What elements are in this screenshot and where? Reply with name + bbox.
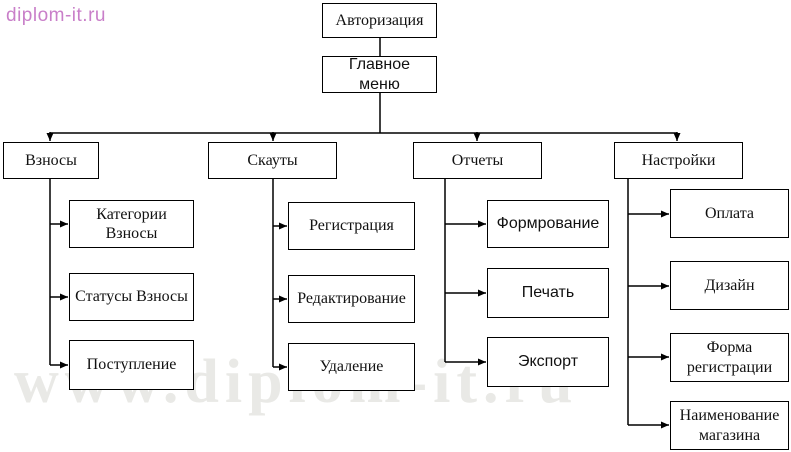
node-main-menu: Главное меню xyxy=(322,56,437,93)
node-label: Оплата xyxy=(704,204,755,222)
node-scouts: Скауты xyxy=(208,142,337,179)
node-label: Печать xyxy=(521,284,575,302)
node-label: Отчеты xyxy=(451,151,504,169)
node-authorization: Авторизация xyxy=(322,3,437,38)
node-contribution-statuses: Статусы Взносы xyxy=(69,273,194,321)
node-label: Дизайн xyxy=(704,276,755,294)
watermark-corner: diplom-it.ru xyxy=(6,5,106,26)
node-label: Взносы xyxy=(25,151,77,169)
node-label: Главное меню xyxy=(348,56,411,93)
node-editing: Редактирование xyxy=(288,275,415,323)
node-reports: Отчеты xyxy=(413,142,542,179)
node-store-name: Наименование магазина xyxy=(670,401,789,450)
node-report-generation: Формрование xyxy=(487,200,609,248)
node-design: Дизайн xyxy=(670,261,789,310)
node-label: Формрование xyxy=(496,215,600,233)
node-receipts: Поступление xyxy=(69,340,194,390)
node-label: Поступление xyxy=(86,356,177,374)
node-label: Категории Взносы xyxy=(96,205,167,242)
node-payment: Оплата xyxy=(670,189,789,238)
node-label: Форма регистрации xyxy=(686,339,773,376)
node-label: Редактирование xyxy=(297,290,406,308)
node-settings: Настройки xyxy=(614,142,743,179)
node-label: Регистрация xyxy=(309,217,394,235)
node-label: Скауты xyxy=(247,151,298,169)
node-registration-form: Форма регистрации xyxy=(670,333,789,382)
node-label: Экспорт xyxy=(517,353,579,371)
node-deletion: Удаление xyxy=(288,343,415,391)
node-label: Статусы Взносы xyxy=(75,288,188,306)
node-registration: Регистрация xyxy=(288,202,415,250)
node-label: Настройки xyxy=(641,151,716,169)
node-contributions: Взносы xyxy=(3,142,99,179)
node-print: Печать xyxy=(487,268,609,318)
node-label: Авторизация xyxy=(335,11,424,29)
node-label: Наименование магазина xyxy=(679,407,780,444)
node-contribution-categories: Категории Взносы xyxy=(69,200,194,248)
node-export: Экспорт xyxy=(487,337,609,387)
node-label: Удаление xyxy=(319,358,384,376)
